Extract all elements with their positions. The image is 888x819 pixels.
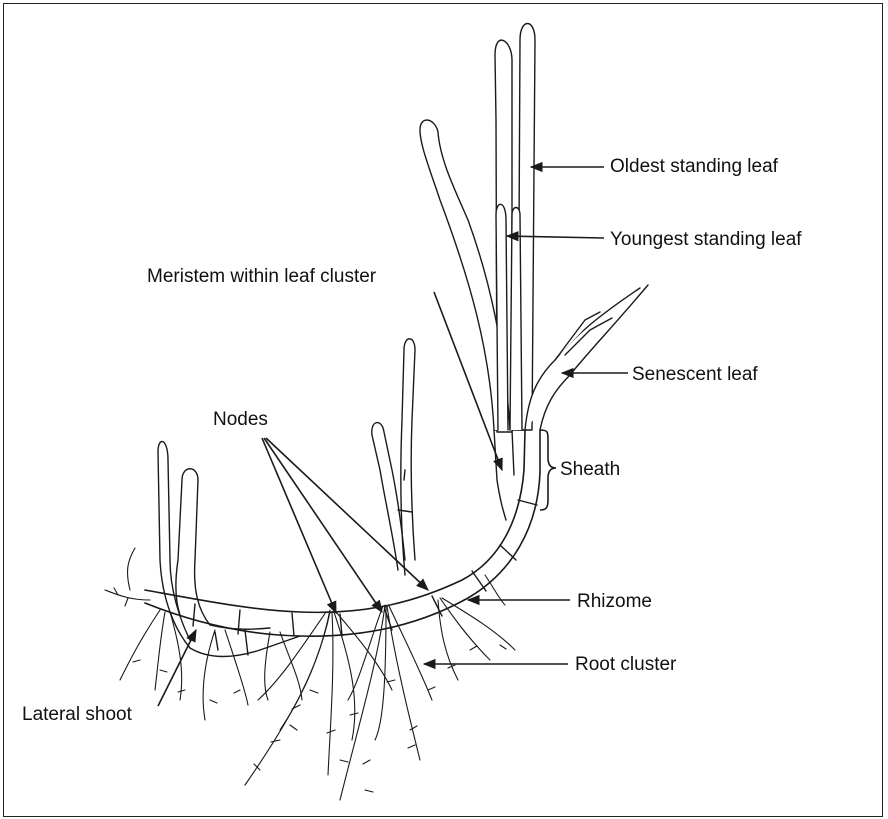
middle-shoot [372, 339, 415, 575]
label-rhizome: Rhizome [577, 592, 652, 611]
label-oldest-standing-leaf: Oldest standing leaf [610, 157, 778, 176]
label-senescent-leaf: Senescent leaf [632, 365, 758, 384]
label-youngest-standing-leaf: Youngest standing leaf [610, 230, 802, 249]
label-nodes: Nodes [213, 410, 268, 429]
arrow-node-1 [262, 438, 336, 613]
annotation-arrows [158, 167, 628, 706]
label-meristem: Meristem within leaf cluster [147, 267, 376, 286]
label-lateral-shoot: Lateral shoot [22, 705, 132, 724]
arrow-node-2 [264, 438, 382, 612]
leaf-sheath [494, 430, 525, 520]
label-sheath: Sheath [560, 460, 620, 479]
arrow-node-3 [266, 438, 428, 590]
root-clusters [105, 548, 515, 800]
label-root-cluster: Root cluster [575, 655, 676, 674]
rhizome [145, 430, 540, 636]
sheath-bracket [540, 430, 556, 510]
main-leaves [420, 24, 648, 433]
lateral-shoot [158, 442, 300, 657]
